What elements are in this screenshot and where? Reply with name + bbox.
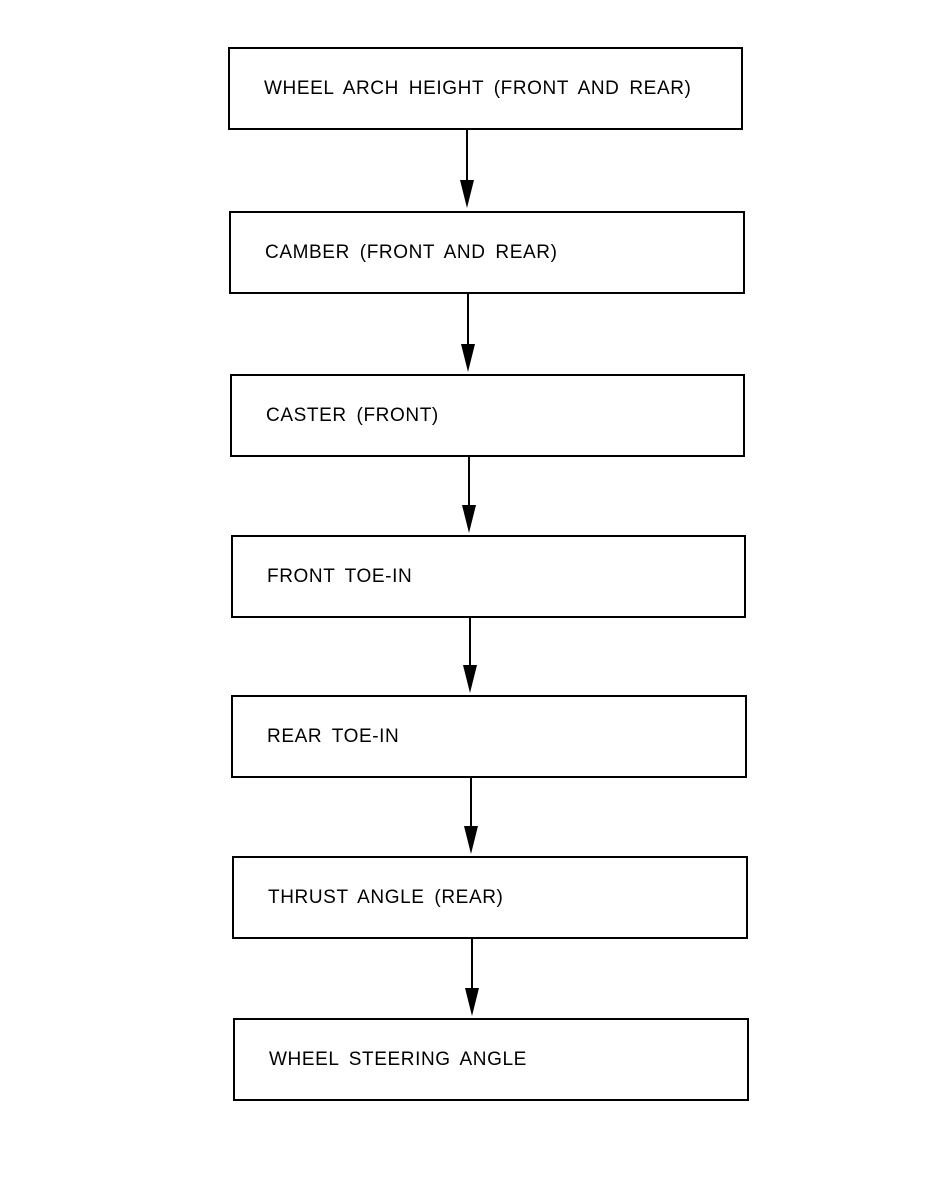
step-box-camber: CAMBER (FRONT AND REAR) <box>229 211 745 294</box>
step-box-wheel-steering-angle: WHEEL STEERING ANGLE <box>233 1018 749 1101</box>
flow-arrow <box>460 130 474 208</box>
step-box-thrust-angle: THRUST ANGLE (REAR) <box>232 856 748 939</box>
step-label: REAR TOE-IN <box>267 725 400 747</box>
step-box-rear-toe-in: REAR TOE-IN <box>231 695 747 778</box>
flow-arrow <box>463 616 477 693</box>
step-label: CASTER (FRONT) <box>266 404 439 426</box>
step-box-wheel-arch-height: WHEEL ARCH HEIGHT (FRONT AND REAR) <box>228 47 743 130</box>
step-label: THRUST ANGLE (REAR) <box>268 886 504 908</box>
step-box-front-toe-in: FRONT TOE-IN <box>231 535 746 618</box>
step-label: WHEEL STEERING ANGLE <box>269 1048 527 1070</box>
flow-arrow <box>464 778 478 854</box>
step-label: CAMBER (FRONT AND REAR) <box>265 241 558 263</box>
flow-arrow <box>461 294 475 372</box>
flow-arrow <box>465 939 479 1016</box>
step-box-caster: CASTER (FRONT) <box>230 374 745 457</box>
step-label: WHEEL ARCH HEIGHT (FRONT AND REAR) <box>264 77 692 99</box>
flow-arrow <box>462 457 476 533</box>
step-label: FRONT TOE-IN <box>267 565 413 587</box>
